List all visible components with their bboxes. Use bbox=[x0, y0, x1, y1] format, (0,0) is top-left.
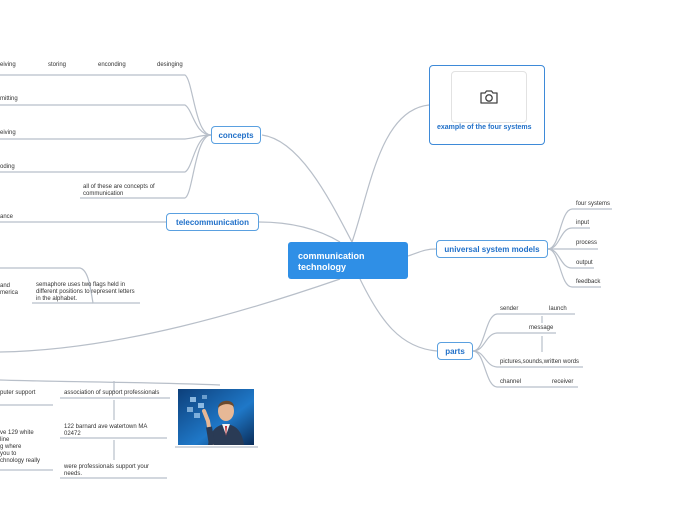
branch-parts-label: parts bbox=[445, 346, 465, 356]
concepts-top-encoding: enconding bbox=[98, 62, 126, 68]
telecom-item: ance bbox=[0, 214, 14, 220]
support-left-top: puter support bbox=[0, 390, 36, 396]
usm-input: input bbox=[576, 220, 590, 226]
concepts-top-storing: storing bbox=[48, 62, 67, 68]
parts-pictures: pictures,sounds,written words bbox=[500, 359, 580, 365]
parts-launch: launch bbox=[549, 306, 567, 312]
branch-parts[interactable]: parts bbox=[437, 342, 473, 360]
support-professionals: were professionals support your needs. bbox=[64, 464, 150, 477]
concepts-note: all of these are concepts of communicati… bbox=[83, 184, 155, 197]
semaphore-fragment: and merica bbox=[0, 283, 19, 296]
example-card-caption: example of the four systems bbox=[437, 124, 532, 131]
support-association: association of support professionals bbox=[64, 390, 160, 396]
support-left-block: ve 129 white line g where you to chnolog… bbox=[0, 430, 41, 464]
usm-output: output bbox=[576, 260, 593, 266]
parts-receiver: receiver bbox=[552, 379, 574, 385]
branch-concepts[interactable]: concepts bbox=[211, 126, 261, 144]
example-four-systems-card[interactable]: example of the four systems bbox=[429, 65, 545, 145]
central-node[interactable]: communication technology bbox=[288, 242, 408, 279]
branch-telecommunication-label: telecommunication bbox=[176, 217, 249, 227]
concepts-top-designing: desinging bbox=[157, 62, 183, 68]
parts-message: message bbox=[529, 325, 554, 331]
concepts-item-decoding: oding bbox=[0, 164, 15, 170]
businessman-photo bbox=[178, 389, 254, 445]
concepts-item-transmitting: mitting bbox=[0, 96, 18, 102]
camera-icon bbox=[480, 90, 498, 104]
usm-feedback: feedback bbox=[576, 279, 601, 285]
semaphore-text: semaphore uses two flags held in differe… bbox=[36, 282, 135, 302]
branch-telecommunication[interactable]: telecommunication bbox=[166, 213, 259, 231]
usm-four-systems: four systems bbox=[576, 201, 611, 207]
usm-process: process bbox=[576, 240, 598, 246]
support-address: 122 barnard ave watertown MA 02472 bbox=[64, 424, 148, 437]
branch-universal-label: universal system models bbox=[444, 244, 540, 254]
parts-channel: channel bbox=[500, 379, 522, 385]
concepts-item-receiving: eiving bbox=[0, 130, 16, 136]
central-title: communication technology bbox=[298, 251, 365, 272]
image-placeholder bbox=[451, 71, 527, 123]
branch-universal-system-models[interactable]: universal system models bbox=[436, 240, 548, 258]
parts-sender: sender bbox=[500, 306, 519, 312]
concepts-top-receiving: eiving bbox=[0, 62, 16, 68]
branch-concepts-label: concepts bbox=[218, 130, 254, 140]
